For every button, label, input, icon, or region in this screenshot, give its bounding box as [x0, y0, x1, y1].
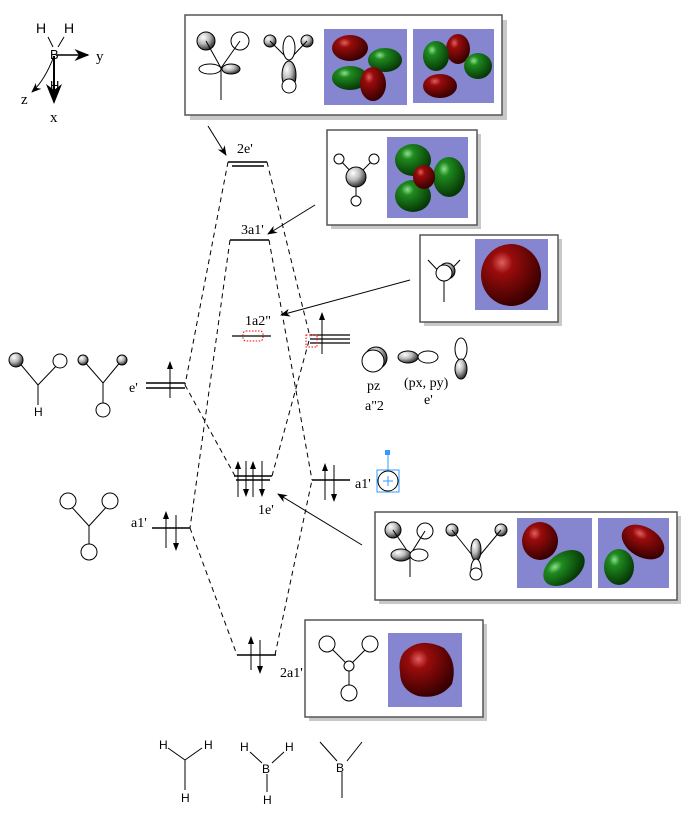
h-label: H	[285, 740, 294, 754]
bh3-structure: H B H H	[240, 740, 294, 807]
pz-label: pz	[367, 379, 380, 394]
x-axis-label: x	[50, 110, 58, 126]
label-2a1: 2a1'	[280, 666, 303, 681]
pz-sketch-icon	[427, 259, 461, 302]
h-label: H	[159, 738, 168, 752]
p-orbital-sketch-icon	[445, 523, 508, 581]
b-center-structure: B	[319, 741, 363, 798]
h3-e-sketch-2-icon	[77, 354, 128, 418]
z-axis-label: z	[21, 92, 28, 108]
p-orbital-sketch-icon	[263, 34, 314, 94]
label-1e: 1e'	[258, 503, 274, 518]
coordinate-axes: H H B y z H x	[21, 20, 104, 126]
label-h3-a1: a1'	[131, 516, 147, 531]
h-label: H	[204, 738, 213, 752]
px-orbital-icon	[397, 350, 439, 364]
orbital-render-3a1	[387, 137, 468, 218]
y-axis-label: y	[96, 49, 104, 65]
arrow-to-1e	[277, 493, 363, 546]
label-1a2: 1a2"	[245, 314, 271, 329]
pz-orbital-icon	[361, 346, 388, 373]
pz-symmetry-label: a"2	[365, 399, 384, 414]
orbital-box-1a2	[419, 234, 562, 326]
orbital-box-2e	[184, 14, 507, 120]
level-1e[interactable]: 1e'	[234, 461, 274, 518]
label-2e: 2e'	[237, 142, 253, 157]
axis-atom-h1: H	[36, 20, 46, 36]
arrow-to-3a1	[267, 204, 316, 235]
orbital-box-1e	[374, 511, 681, 604]
label-b-a1: a1'	[355, 477, 371, 492]
h3-fragment-structure: H H H	[159, 738, 213, 805]
level-2a1[interactable]: 2a1'	[237, 636, 303, 681]
level-2e[interactable]: 2e'	[228, 142, 267, 167]
z-axis-arrow	[31, 55, 55, 93]
orbital-box-3a1	[326, 129, 481, 229]
arrow-to-2e	[207, 125, 227, 156]
error-marker	[305, 334, 318, 348]
arrow-to-1a2	[280, 279, 411, 317]
pxpy-label: (px, py)	[404, 376, 449, 391]
s-orbital-sketch-icon	[333, 153, 380, 207]
label-h3-e: e'	[129, 381, 138, 396]
hybrid-sketch-icon	[384, 521, 434, 577]
pxpy-symmetry-label: e'	[424, 393, 433, 408]
axis-atom-b: B	[50, 47, 59, 62]
orbital-render-2a1	[388, 633, 462, 707]
label-3a1: 3a1'	[241, 223, 264, 238]
orbital-box-2a1	[304, 619, 487, 721]
orbital-render-2e-a	[324, 29, 407, 105]
correlation-lines	[184, 161, 313, 656]
level-1a2[interactable]: 1a2"	[232, 314, 271, 342]
orbital-render-2e-b	[413, 29, 494, 103]
b-a1-level[interactable]: a1'	[312, 450, 400, 502]
axis-atom-h3: H	[50, 78, 59, 93]
h-label: H	[181, 791, 190, 805]
h3-a1-level[interactable]: a1'	[59, 492, 190, 561]
axis-atom-h2: H	[64, 20, 74, 36]
hybrid-sketch-icon	[196, 31, 250, 100]
h-label: H	[34, 405, 43, 419]
level-3a1[interactable]: 3a1'	[230, 223, 269, 241]
b-label: B	[262, 762, 270, 776]
orbital-render-1a2	[475, 239, 548, 310]
selected-s-orbital-icon[interactable]	[376, 450, 400, 493]
b-label: B	[336, 761, 344, 775]
py-orbital-icon	[454, 337, 468, 380]
h3-e-sketch-1-icon: H	[8, 352, 68, 419]
b-p-levels[interactable]: pz a"2 (px, py) e'	[305, 312, 468, 414]
h3-e-level[interactable]: H e'	[8, 352, 185, 419]
orbital-render-1e-b	[598, 518, 669, 588]
error-marker	[242, 330, 264, 342]
orbital-render-1e-a	[517, 518, 592, 588]
h3-a1-sketch-icon	[59, 492, 119, 561]
s-orbital-sketch-icon	[318, 635, 379, 702]
h-label: H	[263, 793, 272, 807]
h-label: H	[240, 740, 249, 754]
